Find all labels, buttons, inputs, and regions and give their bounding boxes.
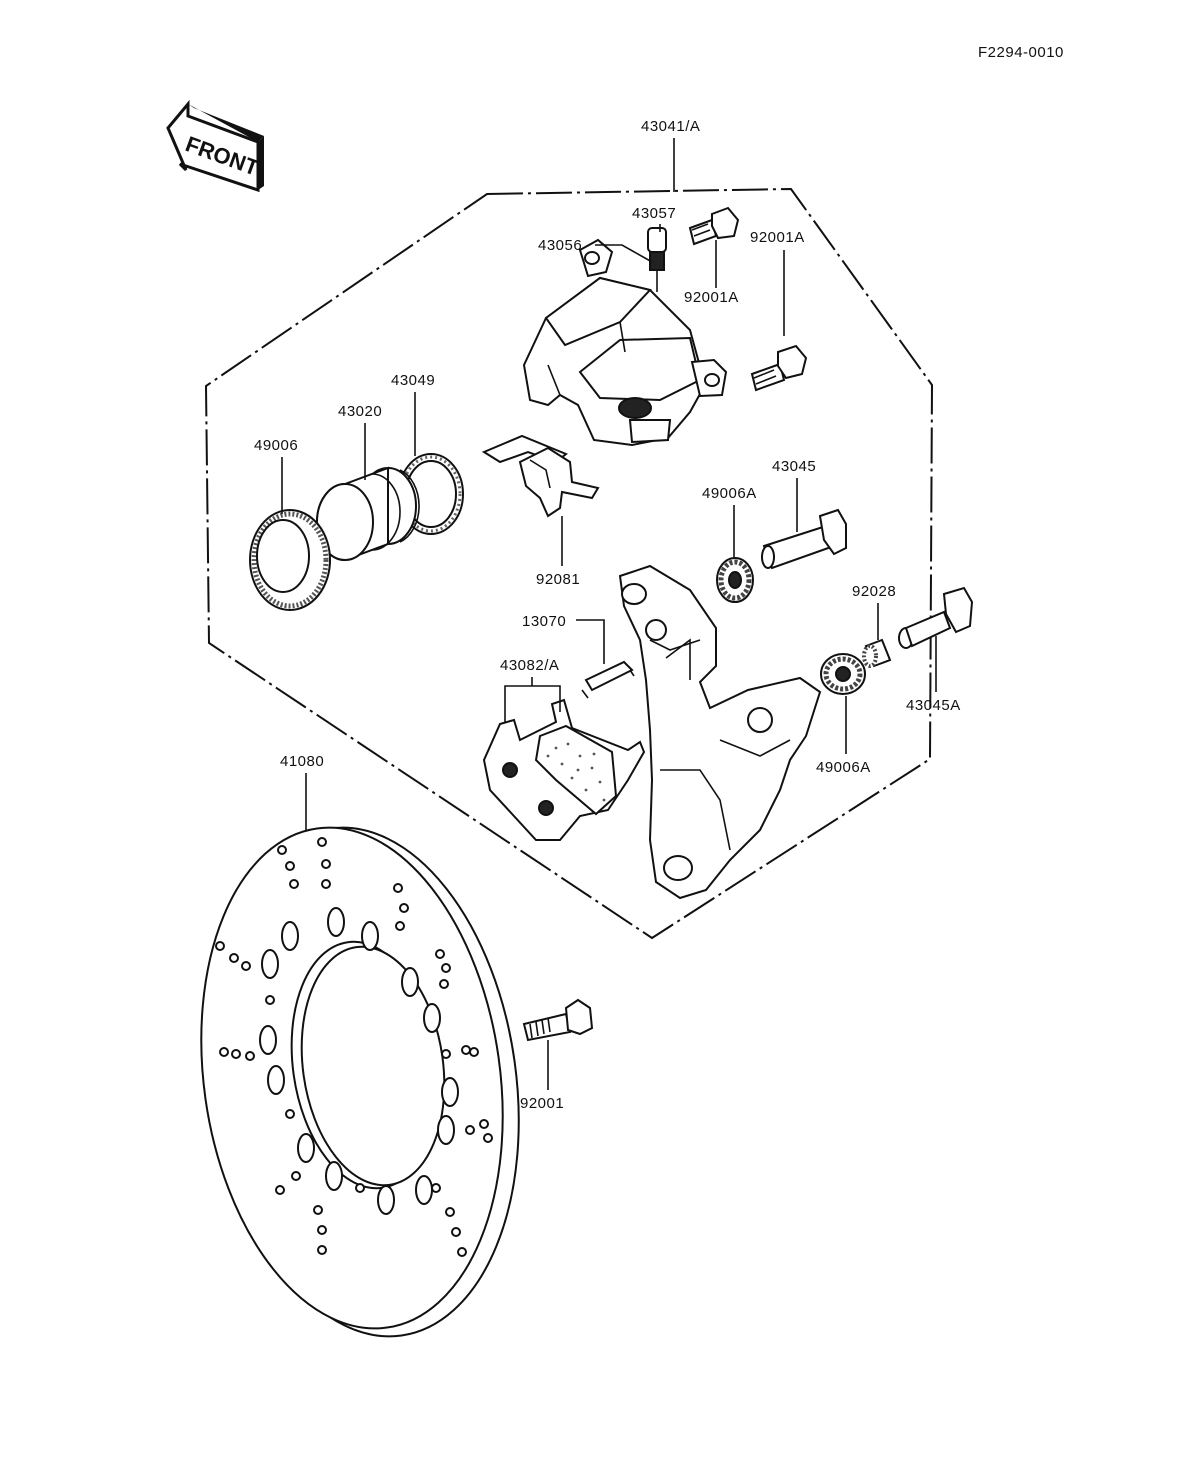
assembly-boundary <box>204 187 934 940</box>
caliper-bracket <box>618 564 822 900</box>
label-41080: 41080 <box>280 753 324 770</box>
leader-43082-bracket <box>504 685 561 698</box>
front-arrow-icon: FRONT <box>166 99 264 193</box>
piston-43020 <box>316 466 420 562</box>
clip-13070 <box>581 660 635 699</box>
brake-disc <box>200 826 520 1338</box>
label-43045: 43045 <box>772 458 816 475</box>
collar-92028 <box>862 638 892 668</box>
label-43057: 43057 <box>632 205 676 222</box>
leader-43056 <box>595 244 653 263</box>
bolt-upper <box>688 206 740 246</box>
bolt-right <box>750 344 808 392</box>
pad-spring-92081 <box>481 434 600 518</box>
label-43082: 43082/A <box>500 657 559 674</box>
bleed-valve <box>647 227 667 292</box>
label-43056: 43056 <box>538 237 582 254</box>
brake-pads <box>482 698 646 841</box>
boot-49006A-upper <box>716 557 754 603</box>
disc-bolt-92001 <box>522 998 594 1042</box>
label-92028: 92028 <box>852 583 896 600</box>
label-92001: 92001 <box>520 1095 564 1112</box>
label-92001A-right: 92001A <box>750 229 805 246</box>
label-43045A: 43045A <box>906 697 961 714</box>
label-92081: 92081 <box>536 571 580 588</box>
label-43049: 43049 <box>391 372 435 389</box>
label-92001A-upper: 92001A <box>684 289 739 306</box>
boot-49006A-lower <box>820 653 866 695</box>
pin-43045A <box>898 586 974 649</box>
seal-49006 <box>249 509 331 611</box>
caliper-body <box>522 238 728 447</box>
label-49006: 49006 <box>254 437 298 454</box>
leader-13070 <box>576 619 605 664</box>
label-13070: 13070 <box>522 613 566 630</box>
label-43041: 43041/A <box>641 118 700 135</box>
label-49006A-upper: 49006A <box>702 485 757 502</box>
label-43020: 43020 <box>338 403 382 420</box>
figure-code: F2294-0010 <box>978 44 1064 61</box>
pin-43045 <box>761 508 847 570</box>
label-49006A-lower: 49006A <box>816 759 871 776</box>
